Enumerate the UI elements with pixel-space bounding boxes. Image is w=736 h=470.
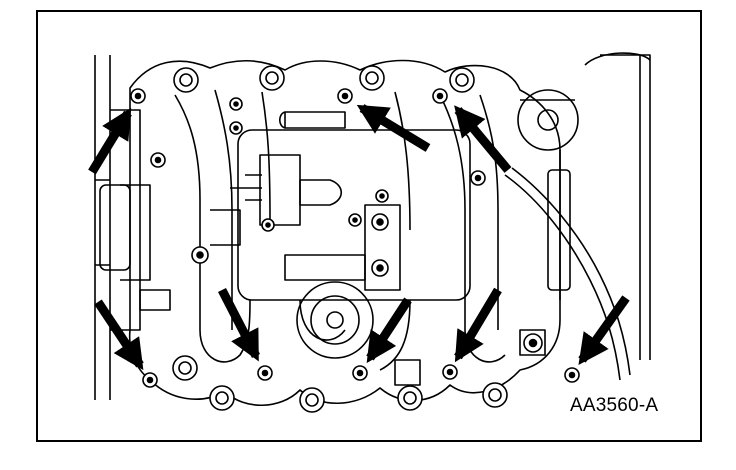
bolt-icon <box>229 97 243 111</box>
bolt-icon <box>482 382 508 408</box>
arrow-icon <box>578 295 630 365</box>
bolt-icon <box>172 355 198 381</box>
block-left-port <box>99 184 131 271</box>
bolt-icon <box>337 88 353 104</box>
bolt-icon <box>397 385 423 411</box>
bolt-icon <box>261 218 275 232</box>
wiring-harness <box>504 174 621 381</box>
bolt-icon <box>191 246 209 264</box>
bolt-icon <box>442 364 458 380</box>
bolt-icon <box>523 333 543 353</box>
throttle-body <box>517 89 579 151</box>
bolt-icon <box>449 67 475 93</box>
bolt-icon <box>229 121 243 135</box>
bolt-icon <box>371 259 389 277</box>
bolt-icon <box>470 170 486 186</box>
runner-3 <box>394 91 411 231</box>
bolt-icon <box>173 67 199 93</box>
bolt-icon <box>209 385 235 411</box>
bolt-icon <box>130 88 146 104</box>
manifold-body <box>128 59 561 407</box>
arrow-icon <box>454 287 502 363</box>
bolt-icon <box>257 365 273 381</box>
runner-1 <box>174 94 201 330</box>
bolt-icon <box>371 213 389 231</box>
arrow-icon <box>356 104 431 152</box>
bolt-icon <box>432 88 448 104</box>
bolt-icon <box>375 189 389 203</box>
bolt-icon <box>259 65 285 91</box>
figure-id-label: AA3560-A <box>570 395 659 416</box>
engine-block-right <box>600 54 651 360</box>
runner-2 <box>261 91 271 221</box>
arrow-icon <box>94 299 144 371</box>
arrow-icon <box>454 105 512 173</box>
bolt-icon <box>352 365 368 381</box>
bolt-icon <box>150 152 166 168</box>
arrow-icon <box>88 107 132 175</box>
bolt-icon <box>359 65 385 91</box>
arrow-icon <box>217 287 261 362</box>
bolt-icon <box>142 372 158 388</box>
engine-block-left <box>94 55 111 400</box>
bolt-icon <box>564 367 580 383</box>
arrow-icon <box>366 297 412 364</box>
egr-tube <box>210 209 241 246</box>
runner-4 <box>439 94 466 330</box>
plenum <box>237 129 471 301</box>
bolt-icon <box>299 387 325 413</box>
bolt-icon <box>348 213 362 227</box>
throttle-opening <box>296 281 374 359</box>
